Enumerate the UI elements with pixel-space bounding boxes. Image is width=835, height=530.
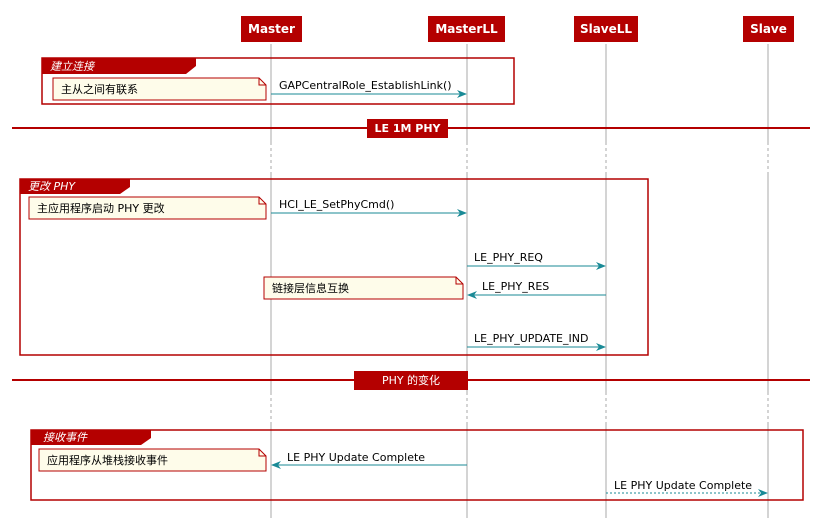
msg-establish-link-label: GAPCentralRole_EstablishLink() [279,79,452,92]
note-establish-text: 主从之间有联系 [61,82,138,96]
msg-phy-res-label: LE_PHY_RES [482,280,549,293]
msg-phy-update-ind: LE_PHY_UPDATE_IND [467,332,606,351]
msg-phy-req: LE_PHY_REQ [467,251,606,270]
participant-masterll-label: MasterLL [435,22,498,36]
participant-master-label: Master [248,22,295,36]
group-receive-event: 接收事件 [30,429,804,501]
note-start-phy: 主应用程序启动 PHY 更改 [28,196,267,220]
msg-set-phy: HCI_LE_SetPhyCmd() [271,198,467,217]
group-change-phy-label: 更改 PHY [28,180,76,193]
note-app-receive-text: 应用程序从堆栈接收事件 [47,453,168,467]
msg-update-complete-master-label: LE PHY Update Complete [287,451,425,464]
participant-slave-label: Slave [750,22,787,36]
participant-slave: Slave [743,16,794,42]
note-start-phy-text: 主应用程序启动 PHY 更改 [37,201,165,215]
note-app-receive: 应用程序从堆栈接收事件 [38,448,267,472]
msg-set-phy-label: HCI_LE_SetPhyCmd() [279,198,394,211]
msg-update-complete-master: LE PHY Update Complete [271,451,467,469]
divider-phy-change-label: PHY 的变化 [382,373,440,387]
divider-phy-change: PHY 的变化 [12,371,810,390]
participant-masterll: MasterLL [428,16,505,42]
note-ll-exchange-text: 链接层信息互换 [272,281,349,295]
participant-slavell: SlaveLL [574,16,638,42]
note-establish: 主从之间有联系 [52,77,267,101]
msg-phy-res: LE_PHY_RES [467,280,606,299]
divider-le1m: LE 1M PHY [12,119,810,138]
group-establish-label: 建立连接 [50,60,96,73]
msg-update-complete-slave: LE PHY Update Complete [606,479,768,497]
group-change-phy: 更改 PHY [19,178,649,356]
divider-le1m-label: LE 1M PHY [374,122,441,135]
msg-phy-req-label: LE_PHY_REQ [474,251,543,264]
participant-slavell-label: SlaveLL [580,22,632,36]
group-establish: 建立连接 [41,57,515,105]
participant-master: Master [241,16,302,42]
note-ll-exchange: 链接层信息互换 [263,276,464,300]
msg-establish-link: GAPCentralRole_EstablishLink() [271,79,467,98]
group-receive-event-label: 接收事件 [43,431,88,444]
msg-update-complete-slave-label: LE PHY Update Complete [614,479,752,492]
lifeline-gaps [270,145,769,425]
msg-phy-update-ind-label: LE_PHY_UPDATE_IND [474,332,588,345]
